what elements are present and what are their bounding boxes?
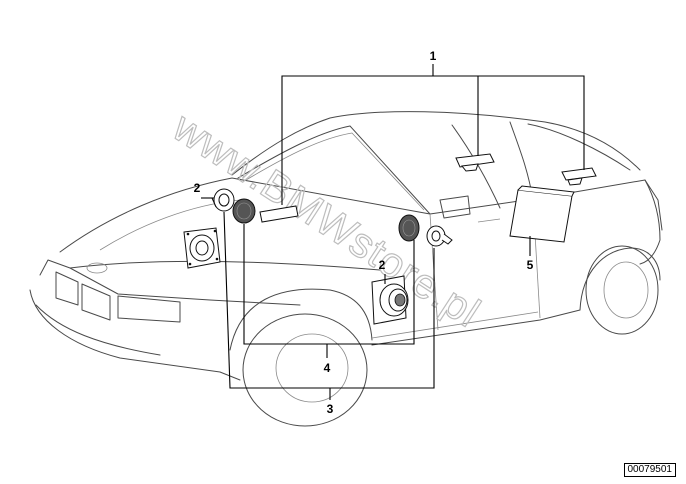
door-speaker-right [371, 275, 409, 325]
tweeter-left [211, 188, 235, 212]
dash-speaker [259, 205, 299, 223]
callout-3: 3 [327, 402, 334, 416]
reference-number: 00079501 [623, 463, 676, 477]
callout-5: 5 [527, 258, 534, 272]
callout-2-left: 2 [194, 181, 201, 195]
rear-speaker-left [455, 153, 495, 172]
door-speaker-left [183, 227, 221, 269]
callout-1: 1 [430, 49, 437, 63]
amplifier [509, 185, 575, 243]
callout-4: 4 [324, 361, 331, 375]
callout-labels: 1 2 2 3 4 5 [194, 49, 534, 416]
leader-lines [201, 64, 585, 400]
parts [183, 153, 597, 325]
watermark-text: www.BMWstore.pl [164, 103, 489, 337]
rear-speaker-right [561, 167, 597, 186]
watermark: www.BMWstore.pl [164, 102, 490, 337]
car-body-outline [29, 111, 663, 427]
callout-2-right: 2 [379, 258, 386, 272]
tweeter-grille-right [398, 214, 420, 242]
tweeter-right [426, 225, 453, 247]
tweeter-grille-left [232, 198, 256, 224]
